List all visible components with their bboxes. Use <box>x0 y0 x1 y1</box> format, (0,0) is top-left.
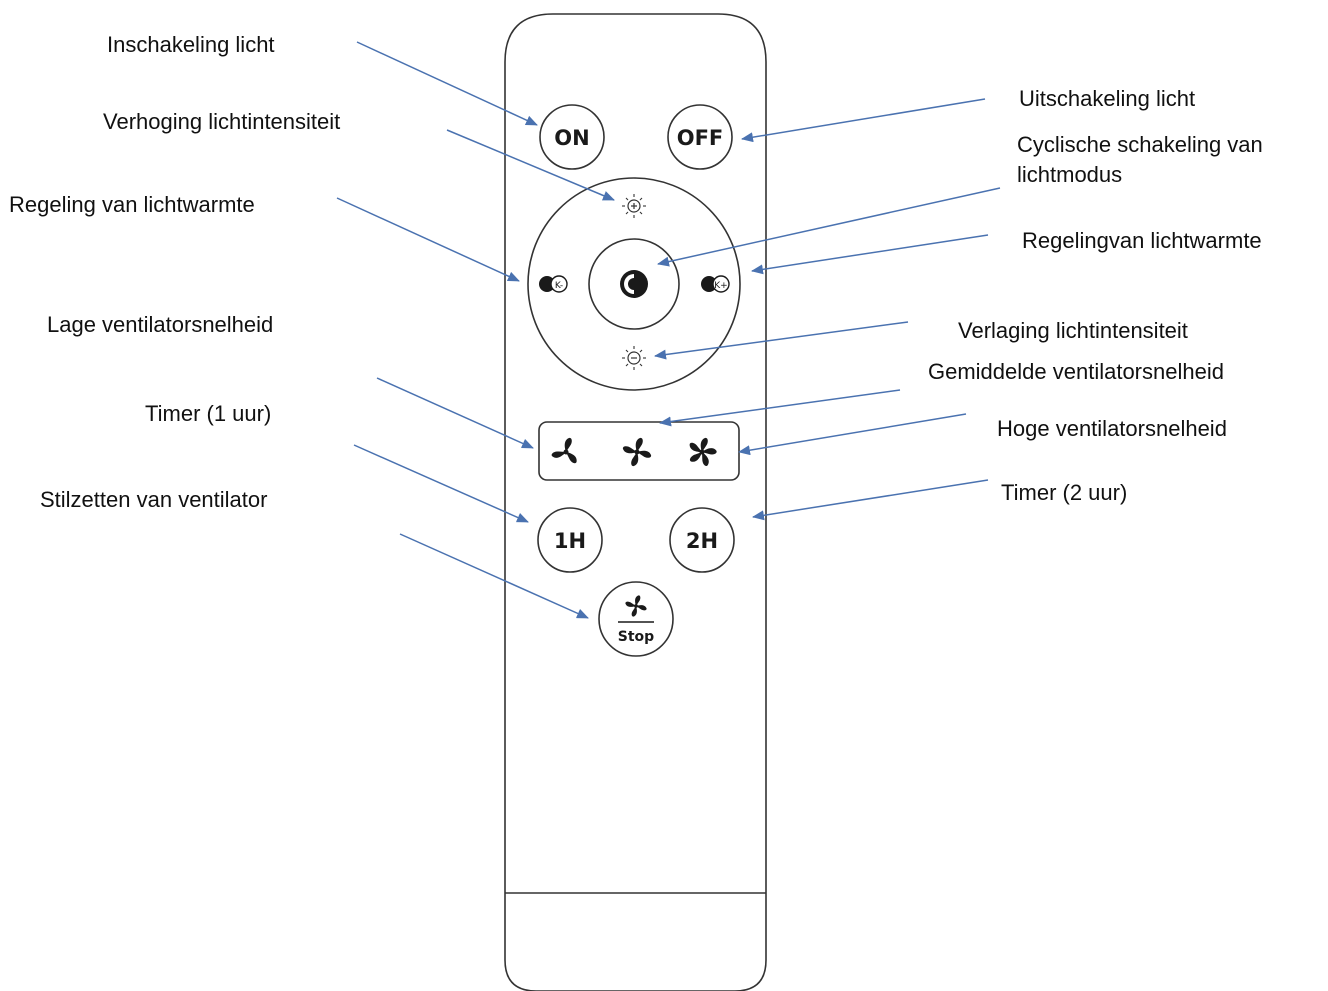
mode-button[interactable] <box>588 238 680 330</box>
color-temp-minus-icon[interactable]: K- <box>539 275 568 293</box>
mode-icon <box>620 270 648 298</box>
arrow-fan-stop <box>399 533 589 619</box>
arrow-fan-high <box>738 413 967 456</box>
fan-low-icon[interactable] <box>551 437 579 464</box>
arrow-fan-medium <box>659 389 901 427</box>
label-hoge-ventilatorsnelheid: Hoge ventilatorsnelheid <box>997 416 1227 441</box>
fan-stop-icon <box>625 595 647 617</box>
label-lage-ventilatorsnelheid: Lage ventilatorsnelheid <box>47 312 274 337</box>
color-temp-plus-icon[interactable]: K+ <box>701 275 730 293</box>
fan-stop-button[interactable]: Stop <box>598 581 674 657</box>
fan-stop-label: Stop <box>618 629 654 645</box>
fan-high-icon[interactable] <box>688 437 717 467</box>
label-stilzetten-ventilator: Stilzetten van ventilator <box>40 487 268 512</box>
label-gemiddelde-ventilatorsnelheid: Gemiddelde ventilatorsnelheid <box>928 359 1224 384</box>
arrow-color-temp-plus <box>751 234 989 275</box>
arrow-timer-2h <box>752 479 989 521</box>
label-regeling-lichtwarmte-right: Regelingvan lichtwarmte <box>1022 228 1262 253</box>
svg-text:K+: K+ <box>714 281 727 291</box>
off-button-label: OFF <box>677 126 724 150</box>
timer-1h-label: 1H <box>554 529 586 553</box>
brightness-down-icon[interactable] <box>622 346 646 370</box>
remote-body <box>504 13 767 991</box>
label-timer-2-uur: Timer (2 uur) <box>1001 480 1128 505</box>
label-inschakeling-licht: Inschakeling licht <box>107 32 275 57</box>
arrow-fan-low <box>376 377 534 449</box>
arrow-brightness-up <box>446 129 615 201</box>
arrow-brightness-down <box>654 321 909 360</box>
fan-medium-icon[interactable] <box>622 437 652 467</box>
label-timer-1-uur: Timer (1 uur) <box>145 401 272 426</box>
label-verhoging-lichtintensiteit: Verhoging lichtintensiteit <box>103 109 341 134</box>
timer-1h-button[interactable]: 1H <box>537 507 603 573</box>
label-cyclische-schakeling: Cyclische schakeling van lichtmodus <box>1017 132 1263 187</box>
on-button-label: ON <box>554 126 589 150</box>
off-button[interactable]: OFF <box>667 104 733 170</box>
on-button[interactable]: ON <box>539 104 605 170</box>
timer-2h-label: 2H <box>686 529 718 553</box>
label-verlaging-lichtintensiteit: Verlaging lichtintensiteit <box>958 318 1188 343</box>
svg-text:K-: K- <box>555 281 563 291</box>
timer-2h-button[interactable]: 2H <box>669 507 735 573</box>
arrow-color-temp-minus <box>336 197 520 282</box>
brightness-up-icon[interactable] <box>622 194 646 218</box>
callout-arrows <box>336 41 1001 619</box>
arrow-on <box>356 41 538 126</box>
arrow-off <box>741 98 986 143</box>
arrow-mode <box>657 187 1001 267</box>
label-regeling-lichtwarmte-left: Regeling van lichtwarmte <box>9 192 255 217</box>
label-uitschakeling-licht: Uitschakeling licht <box>1019 86 1196 111</box>
arrow-timer-1h <box>353 444 529 523</box>
